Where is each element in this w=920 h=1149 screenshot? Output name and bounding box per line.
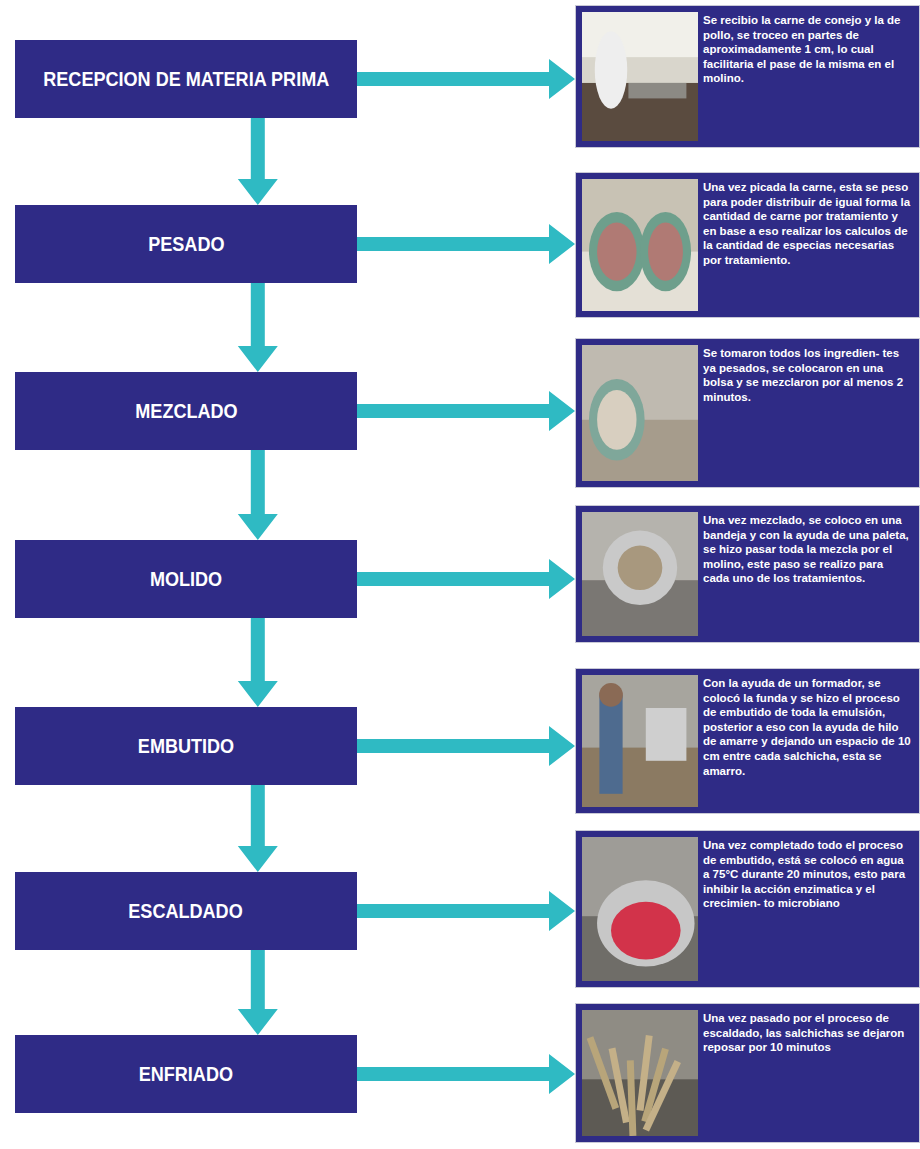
process-label: MOLIDO [150, 567, 222, 591]
flow-arrow [357, 59, 575, 99]
process-photo [582, 1010, 698, 1136]
process-label: ENFRIADO [139, 1062, 233, 1086]
process-photo [582, 675, 698, 807]
description-box: Se tomaron todos los ingredien- tes ya p… [575, 338, 920, 488]
process-box: RECEPCION DE MATERIA PRIMA [15, 40, 357, 118]
description-box: Una vez pasado por el proceso de escalda… [575, 1003, 920, 1143]
flow-arrow [357, 391, 575, 431]
process-label: MEZCLADO [135, 399, 237, 423]
process-box: ENFRIADO [15, 1035, 357, 1113]
process-box: PESADO [15, 205, 357, 283]
process-photo [582, 512, 698, 636]
flow-arrow [357, 559, 575, 599]
process-label: RECEPCION DE MATERIA PRIMA [43, 67, 329, 91]
flow-arrow [357, 224, 575, 264]
description-text: Una vez pasado por el proceso de escalda… [703, 1011, 911, 1055]
process-photo [582, 179, 698, 311]
description-box: Una vez mezclado, se coloco en una bande… [575, 505, 920, 643]
process-box: MOLIDO [15, 540, 357, 618]
description-text: Se tomaron todos los ingredien- tes ya p… [703, 346, 911, 404]
flow-arrow [238, 450, 278, 540]
process-box: EMBUTIDO [15, 707, 357, 785]
process-box: ESCALDADO [15, 872, 357, 950]
description-text: Se recibio la carne de conejo y la de po… [703, 13, 911, 86]
flow-arrow [357, 726, 575, 766]
flow-arrow [238, 950, 278, 1035]
process-photo [582, 837, 698, 981]
flow-arrow [238, 118, 278, 205]
flow-arrow [238, 618, 278, 707]
description-box: Con la ayuda de un formador, se colocó l… [575, 668, 920, 814]
flow-arrow [238, 283, 278, 372]
description-text: Con la ayuda de un formador, se colocó l… [703, 676, 911, 778]
flow-arrow [357, 891, 575, 931]
process-photo [582, 345, 698, 481]
description-box: Se recibio la carne de conejo y la de po… [575, 5, 920, 148]
description-box: Una vez picada la carne, esta se peso pa… [575, 172, 920, 318]
description-text: Una vez mezclado, se coloco en una bande… [703, 513, 911, 586]
flow-arrow [357, 1054, 575, 1094]
flow-arrow [238, 785, 278, 872]
process-label: PESADO [148, 232, 224, 256]
process-label: EMBUTIDO [138, 734, 234, 758]
process-box: MEZCLADO [15, 372, 357, 450]
description-text: Una vez completado todo el proceso de em… [703, 838, 911, 911]
process-photo [582, 12, 698, 141]
description-box: Una vez completado todo el proceso de em… [575, 830, 920, 988]
description-text: Una vez picada la carne, esta se peso pa… [703, 180, 911, 268]
process-label: ESCALDADO [129, 899, 243, 923]
